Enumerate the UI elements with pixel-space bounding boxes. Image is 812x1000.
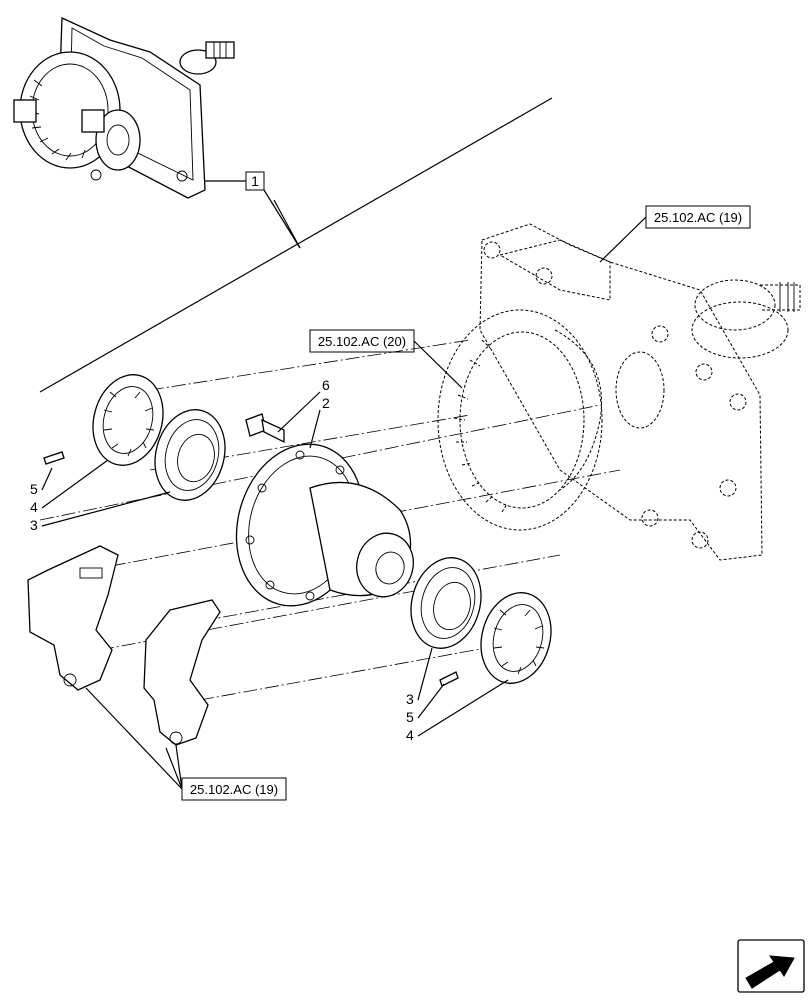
svg-text:3: 3 xyxy=(30,517,38,533)
next-page-arrow-icon[interactable] xyxy=(737,939,805,993)
bolt xyxy=(245,413,285,444)
svg-text:4: 4 xyxy=(406,727,414,743)
svg-text:25.102.AC (19): 25.102.AC (19) xyxy=(190,782,278,797)
svg-text:25.102.AC (20): 25.102.AC (20) xyxy=(318,334,406,349)
bearing-cap-right xyxy=(143,599,221,746)
svg-text:5: 5 xyxy=(30,481,38,497)
right-lock-pin xyxy=(439,671,459,687)
left-tapered-bearing xyxy=(154,409,226,501)
left-labels: 5 4 3 xyxy=(30,459,171,533)
svg-text:25.102.AC (19): 25.102.AC (19) xyxy=(654,210,742,225)
left-lock-pin xyxy=(43,451,65,465)
housing-reference-box: 25.102.AC (19) xyxy=(599,205,751,263)
svg-text:5: 5 xyxy=(406,709,414,725)
gear-reference-box: 25.102.AC (20) xyxy=(309,329,463,389)
assembly-thumbnail xyxy=(13,17,235,199)
bearing-cap-left xyxy=(27,545,119,691)
center-labels: 6 2 xyxy=(277,377,330,449)
callout-1: 1 xyxy=(205,171,301,249)
housing-ghost xyxy=(437,223,801,561)
differential-case xyxy=(235,443,414,607)
svg-text:1: 1 xyxy=(251,173,259,189)
svg-text:2: 2 xyxy=(322,395,330,411)
right-tapered-bearing xyxy=(410,557,482,649)
caps-reference-box: 25.102.AC (19) xyxy=(85,687,287,801)
left-retainer-ring xyxy=(92,374,164,466)
svg-text:4: 4 xyxy=(30,499,38,515)
svg-text:3: 3 xyxy=(406,691,414,707)
right-labels: 3 5 4 xyxy=(406,647,509,743)
separator-line xyxy=(39,97,553,393)
svg-text:6: 6 xyxy=(322,377,330,393)
right-retainer-ring xyxy=(480,592,552,684)
